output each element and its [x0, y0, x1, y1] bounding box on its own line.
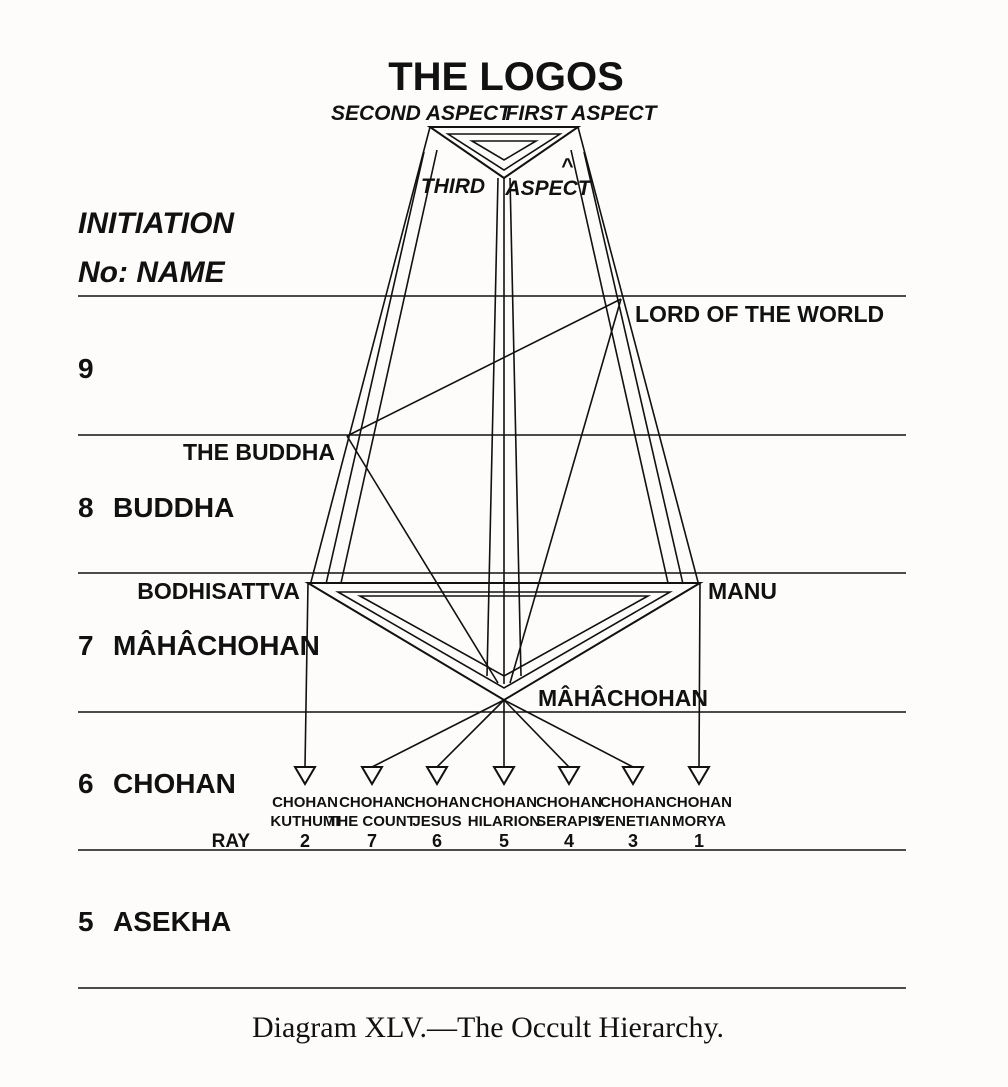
lower-triangle-outer — [304, 582, 704, 702]
second-aspect-label: SECOND ASPECT — [331, 102, 513, 125]
diagram-caption: Diagram XLV.—The Occult Hierarchy. — [252, 1011, 724, 1044]
diagram-title: THE LOGOS — [388, 55, 624, 99]
chohan-title: CHOHAN — [339, 794, 405, 811]
chohan-ray-number: 2 — [300, 831, 310, 851]
chohan-arrow-line — [436, 699, 505, 768]
number-name-header: No: NAME — [78, 256, 226, 289]
logos-triangle — [426, 126, 582, 180]
lower-triangle-mid — [335, 591, 673, 689]
chohan-name: VENETIAN — [595, 813, 671, 830]
level-7-name: MÂHÂCHOHAN — [113, 630, 320, 661]
chohan-arrow-line — [503, 699, 634, 768]
level-9-number: 9 — [78, 353, 94, 384]
ray-right-2 — [583, 151, 684, 585]
the-buddha-label: THE BUDDHA — [183, 439, 335, 465]
lower-triangle-inner — [356, 595, 652, 677]
chohan-title: CHOHAN — [600, 794, 666, 811]
chohan-ray-number: 5 — [499, 831, 509, 851]
chohan-arrowhead — [425, 766, 449, 786]
ray-center-1 — [486, 177, 499, 677]
chohan-arrow-line — [304, 582, 309, 768]
level-6-name: CHOHAN — [113, 768, 236, 799]
chohan-ray-number: 6 — [432, 831, 442, 851]
level-5-name: ASEKHA — [113, 906, 231, 937]
bodhisattva-label: BODHISATTVA — [137, 578, 300, 604]
chohan-ray-number: 4 — [564, 831, 574, 851]
chohan-title: CHOHAN — [536, 794, 602, 811]
first-aspect-label: FIRST ASPECT — [506, 102, 659, 125]
chohan-ray-number: 1 — [694, 831, 704, 851]
chohan-name: KUTHUMI — [270, 813, 339, 830]
chohan-ray-number: 7 — [367, 831, 377, 851]
chohan-name: MORYA — [672, 813, 726, 830]
chohan-arrowhead — [621, 766, 645, 786]
ray-right-1 — [577, 126, 699, 583]
chohan-title: CHOHAN — [666, 794, 732, 811]
chohan-name: HILARION — [468, 813, 541, 830]
level-6-number: 6 — [78, 768, 94, 799]
chohan-title: CHOHAN — [471, 794, 537, 811]
chohan-arrowhead — [492, 766, 516, 786]
lord-of-the-world-label: LORD OF THE WORLD — [635, 301, 884, 327]
ray-center-3 — [509, 177, 522, 677]
chohan-arrowhead — [360, 766, 384, 786]
chohan-arrowhead — [687, 766, 711, 786]
third-aspect-label-b: ASPECT — [504, 177, 592, 200]
ray-right-3 — [570, 149, 669, 584]
logos-rays — [310, 126, 699, 684]
line-buddha-to-mahachohan — [346, 435, 499, 684]
ray-left-2 — [325, 151, 425, 585]
chohan-title: CHOHAN — [272, 794, 338, 811]
level-5-number: 5 — [78, 906, 94, 937]
caret-mark: ^ — [561, 155, 574, 178]
chohan-arrow-line — [371, 699, 505, 768]
manu-label: MANU — [708, 578, 777, 604]
logos-triangle-outer — [426, 126, 582, 180]
mahachohan-label: MÂHÂCHOHAN — [538, 684, 708, 711]
chohan-arrowhead — [293, 766, 317, 786]
line-lord-to-buddha — [346, 298, 622, 437]
logos-triangle-inner — [469, 140, 539, 161]
cross-lines — [346, 298, 622, 684]
chohan-name: SERAPIS — [536, 813, 602, 830]
chohan-name: THE COUNT — [328, 813, 416, 830]
chohan-arrowhead — [557, 766, 581, 786]
level-8-name: BUDDHA — [113, 492, 234, 523]
chohan-arrow-line — [503, 699, 570, 768]
logos-triangle-mid — [445, 133, 563, 171]
third-aspect-label-a: THIRD — [421, 175, 485, 198]
level-8-number: 8 — [78, 492, 94, 523]
level-7-number: 7 — [78, 630, 94, 661]
ray-left-3 — [340, 149, 438, 584]
chohan-arrows — [293, 582, 711, 786]
initiation-header: INITIATION — [78, 207, 235, 240]
line-lord-to-mahachohan — [509, 298, 622, 684]
chohan-name: JESUS — [412, 813, 461, 830]
chohan-arrow-line — [698, 582, 701, 768]
chohan-ray-number: 3 — [628, 831, 638, 851]
lower-triangle — [304, 582, 704, 702]
ray-left-1 — [310, 126, 431, 583]
ray-label: RAY — [212, 831, 251, 852]
chohan-title: CHOHAN — [404, 794, 470, 811]
